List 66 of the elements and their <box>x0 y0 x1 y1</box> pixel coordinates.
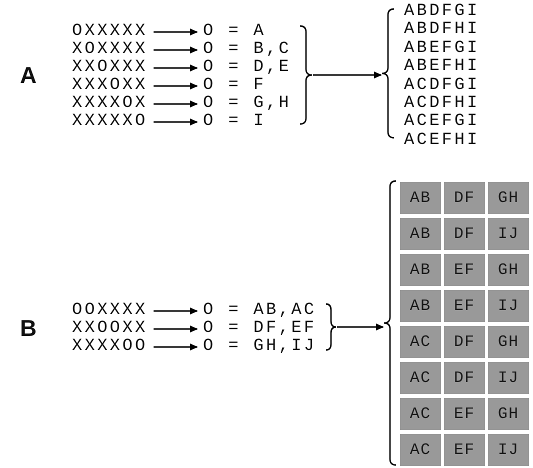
pattern-text: XXXXXO <box>72 113 148 131</box>
pattern-text: XOXXXX <box>72 41 148 59</box>
combination-cell: IJ <box>488 434 529 466</box>
arrow <box>337 324 384 330</box>
arrow <box>154 28 198 36</box>
combination-cell: EF <box>444 290 485 322</box>
combination-cell: IJ <box>488 362 529 394</box>
panel-label: A <box>20 62 37 88</box>
pattern-text: O = G,H <box>203 95 292 113</box>
pattern-text: OXXXXX <box>72 23 148 41</box>
combination-cell: AB <box>400 218 441 250</box>
combination-cell: AB <box>400 254 441 286</box>
arrow <box>154 308 198 314</box>
combination-cell: AC <box>400 434 441 466</box>
pattern-text: O = I <box>203 113 266 131</box>
pattern-text: O = F <box>203 77 266 95</box>
combination-text: ABDFHI <box>404 21 481 40</box>
pattern-text: O = DF,EF <box>203 320 316 338</box>
pattern-text: O = B,C <box>203 41 292 59</box>
arrow <box>154 46 198 54</box>
curly-brace <box>384 180 396 466</box>
pattern-text: XXOOXX <box>72 320 148 338</box>
pattern-text: O = GH,IJ <box>203 338 316 356</box>
combination-cell: IJ <box>488 290 529 322</box>
pattern-text: XXXXOO <box>72 338 148 356</box>
panel-label: B <box>20 315 37 341</box>
combination-cell: AB <box>400 182 441 214</box>
arrow <box>154 326 198 332</box>
combination-cell: GH <box>488 182 529 214</box>
combination-cell: DF <box>444 362 485 394</box>
combination-cell: AC <box>400 398 441 430</box>
combination-cell: EF <box>444 398 485 430</box>
combination-cell: DF <box>444 218 485 250</box>
combination-text: ACDFGI <box>404 76 481 96</box>
arrow <box>313 72 382 78</box>
combination-text: ABEFGI <box>404 40 481 58</box>
curly-brace <box>326 303 336 351</box>
combination-cell: EF <box>444 434 485 466</box>
combination-text: ACEFGI <box>404 113 481 132</box>
combination-cell: AB <box>400 290 441 322</box>
arrow <box>154 64 198 72</box>
arrow <box>154 82 198 90</box>
combination-text: ABDFGI <box>404 3 481 22</box>
pattern-text: XXOXXX <box>72 59 148 77</box>
arrow <box>154 344 198 350</box>
combination-cell: IJ <box>488 218 529 250</box>
pattern-text: O = D,E <box>203 59 292 77</box>
pattern-text: O = A <box>203 23 266 41</box>
combination-cell: GH <box>488 326 529 358</box>
combination-cell: AC <box>400 362 441 394</box>
combination-cell: GH <box>488 398 529 430</box>
curly-brace <box>300 25 312 125</box>
pattern-text: OOXXXX <box>72 302 148 320</box>
pattern-text: O = AB,AC <box>203 302 316 320</box>
combination-text: ACEFHI <box>404 132 481 150</box>
combination-cell: AC <box>400 326 441 358</box>
combination-cell: EF <box>444 254 485 286</box>
arrow <box>154 100 198 108</box>
combination-cell: GH <box>488 254 529 286</box>
pattern-text: XXXXOX <box>72 95 148 113</box>
combination-text: ACDFHI <box>404 95 481 114</box>
combination-cell: DF <box>444 182 485 214</box>
pattern-text: XXXOXX <box>72 77 148 95</box>
combination-text: ABEFHI <box>404 58 481 77</box>
combination-cell: DF <box>444 326 485 358</box>
arrow <box>154 118 198 126</box>
